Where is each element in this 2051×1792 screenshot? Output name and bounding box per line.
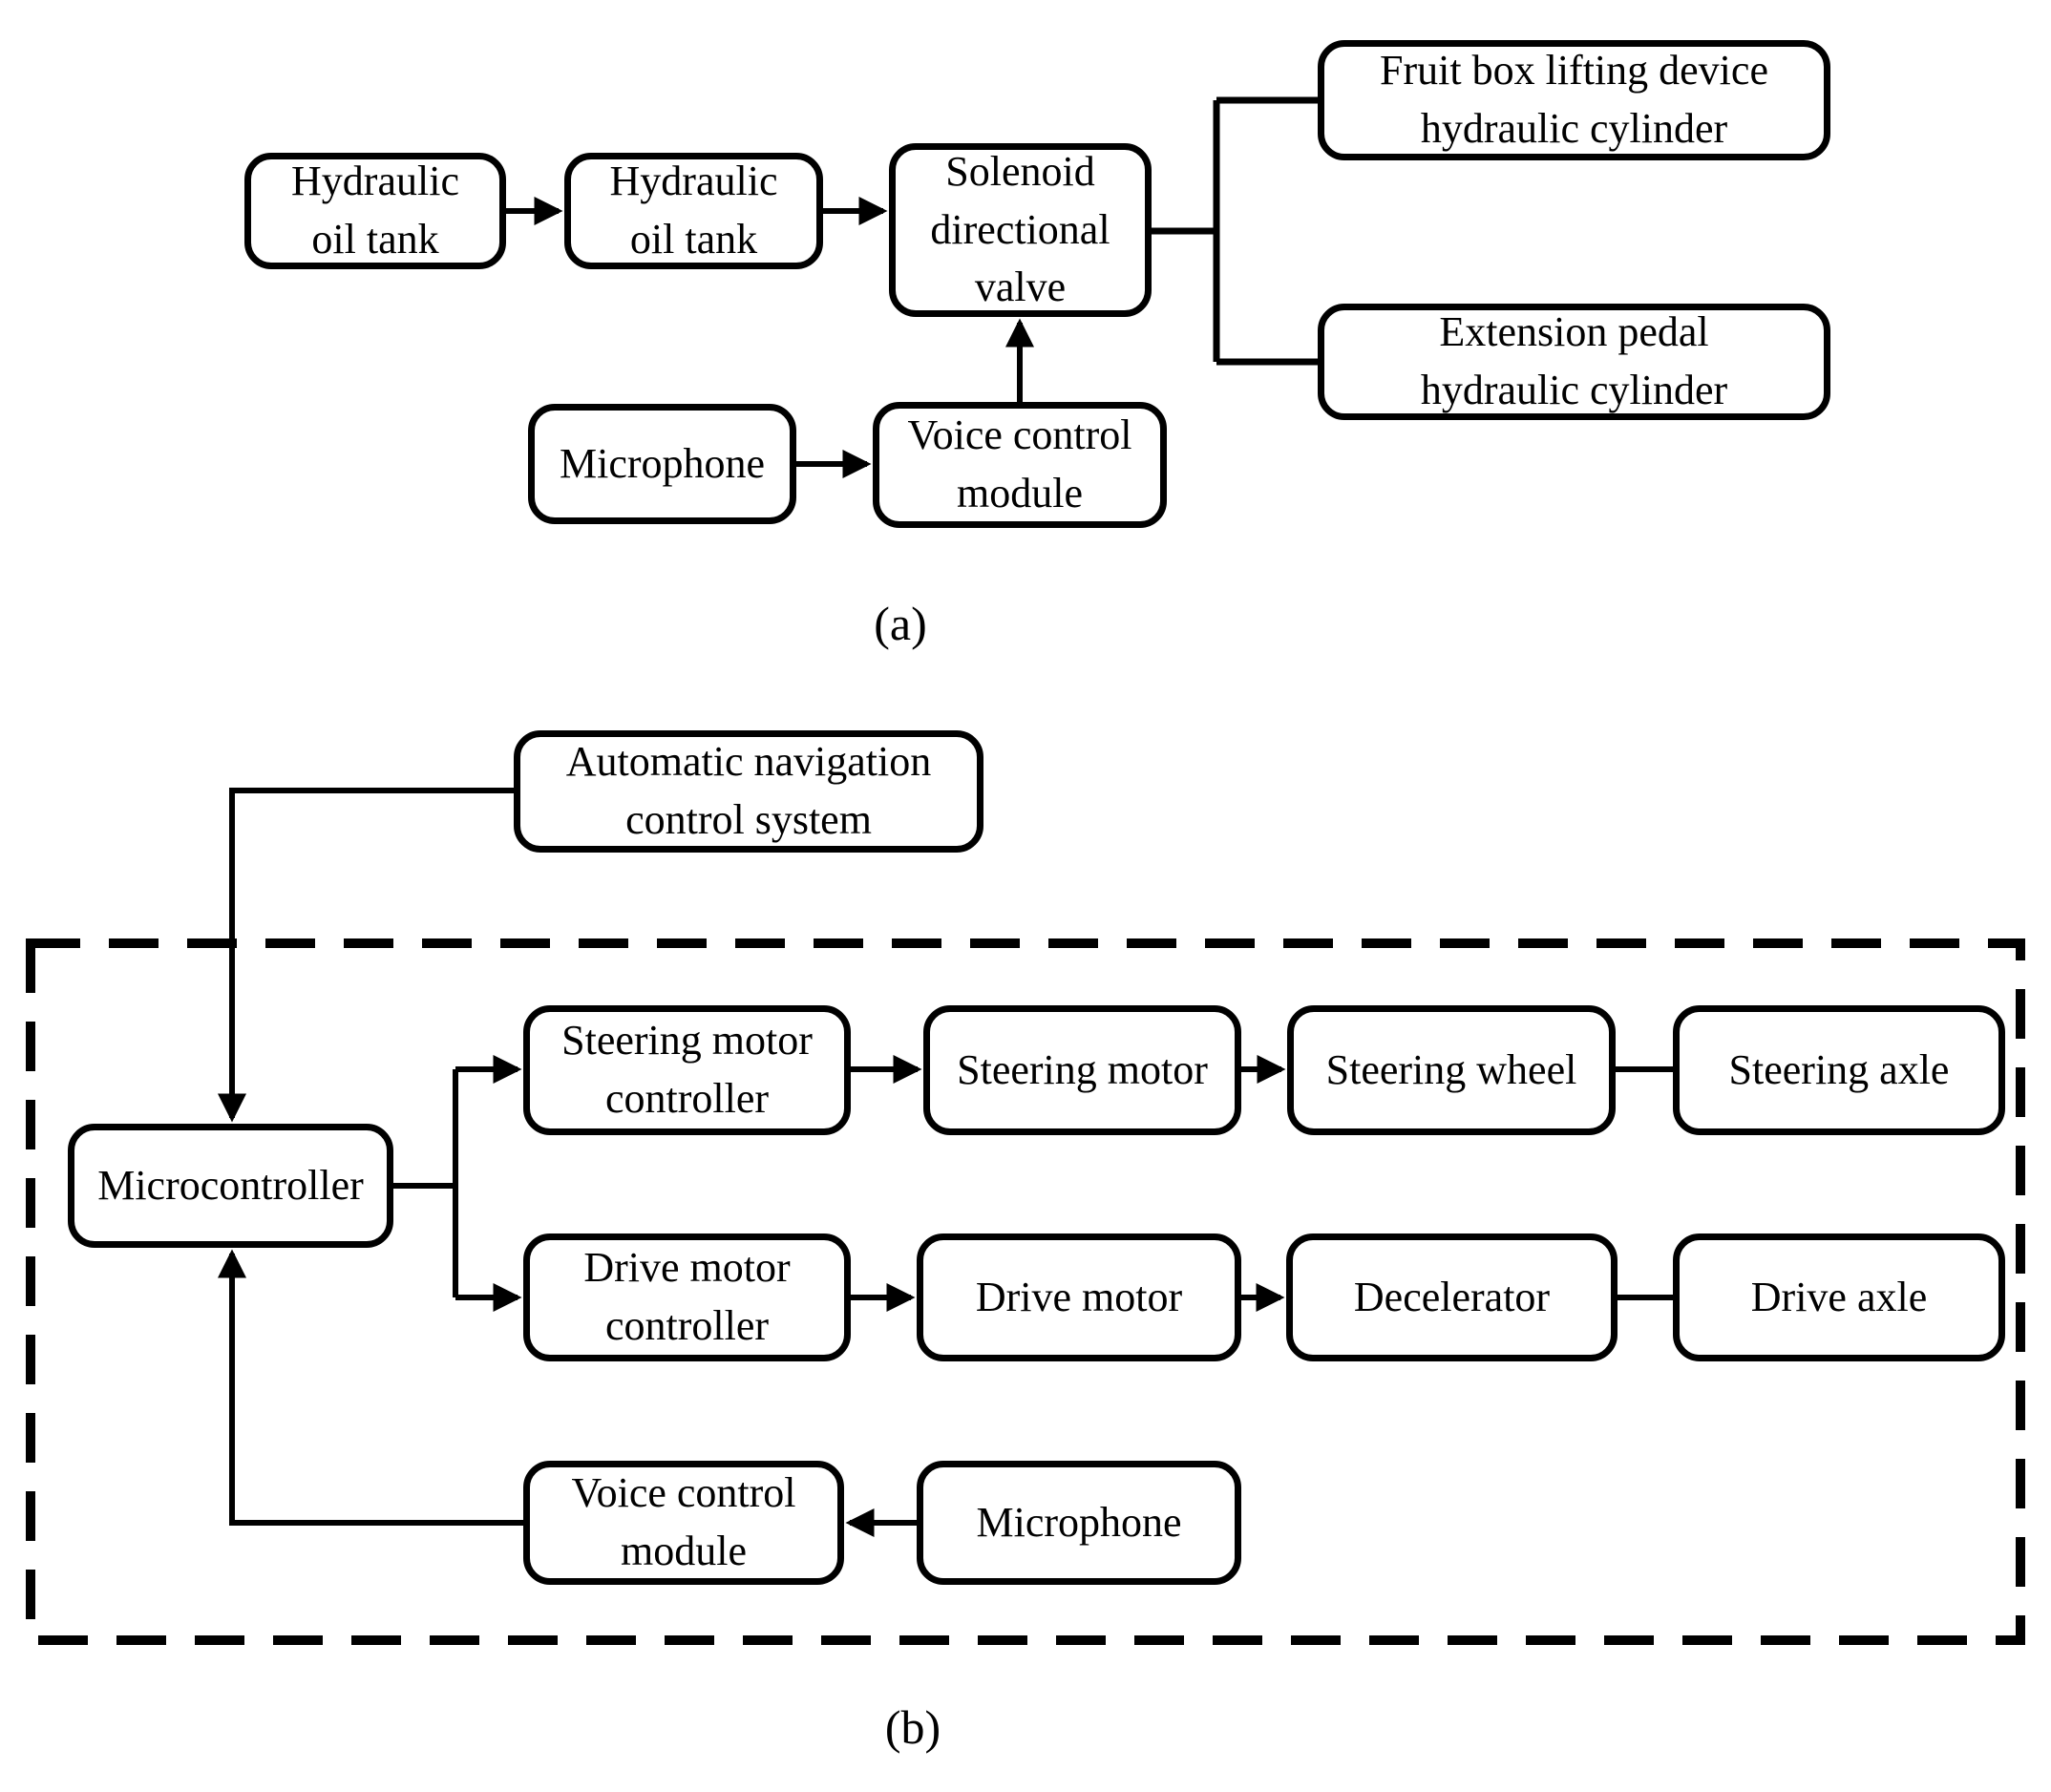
node-steering-axle: Steering axle bbox=[1673, 1005, 2005, 1135]
node-automatic-navigation-control-system: Automatic navigation control system bbox=[514, 730, 983, 853]
node-voice-control-module-b: Voice control module bbox=[523, 1461, 844, 1585]
node-hydraulic-oil-tank-left: Hydraulic oil tank bbox=[244, 153, 506, 269]
node-microcontroller: Microcontroller bbox=[68, 1124, 393, 1248]
node-microphone-a: Microphone bbox=[528, 404, 796, 524]
node-drive-axle: Drive axle bbox=[1673, 1233, 2005, 1361]
branch-microcontroller-to-controllers bbox=[393, 1069, 458, 1297]
panel-a-caption: (a) bbox=[874, 597, 927, 650]
node-fruit-box-lifting-cylinder: Fruit box lifting device hydraulic cylin… bbox=[1318, 40, 1830, 160]
branch-solenoid-to-cylinders bbox=[1152, 96, 1318, 366]
node-steering-wheel: Steering wheel bbox=[1287, 1005, 1616, 1135]
arrow-voice-module-to-microcontroller bbox=[218, 1249, 523, 1526]
node-solenoid-directional-valve: Solenoid directional valve bbox=[889, 143, 1152, 317]
node-steering-motor: Steering motor bbox=[923, 1005, 1241, 1135]
node-extension-pedal-cylinder: Extension pedal hydraulic cylinder bbox=[1318, 304, 1830, 420]
node-drive-motor: Drive motor bbox=[917, 1233, 1241, 1361]
node-hydraulic-oil-tank-right: Hydraulic oil tank bbox=[564, 153, 823, 269]
node-decelerator: Decelerator bbox=[1286, 1233, 1618, 1361]
node-microphone-b: Microphone bbox=[917, 1461, 1241, 1585]
node-drive-motor-controller: Drive motor controller bbox=[523, 1233, 851, 1361]
arrow-autonav-to-microcontroller bbox=[218, 788, 514, 1123]
node-voice-control-module-a: Voice control module bbox=[873, 402, 1167, 528]
vehicle-system-dashed-boundary bbox=[26, 938, 2025, 1645]
node-steering-motor-controller: Steering motor controller bbox=[523, 1005, 851, 1135]
panel-b-caption: (b) bbox=[884, 1700, 941, 1754]
